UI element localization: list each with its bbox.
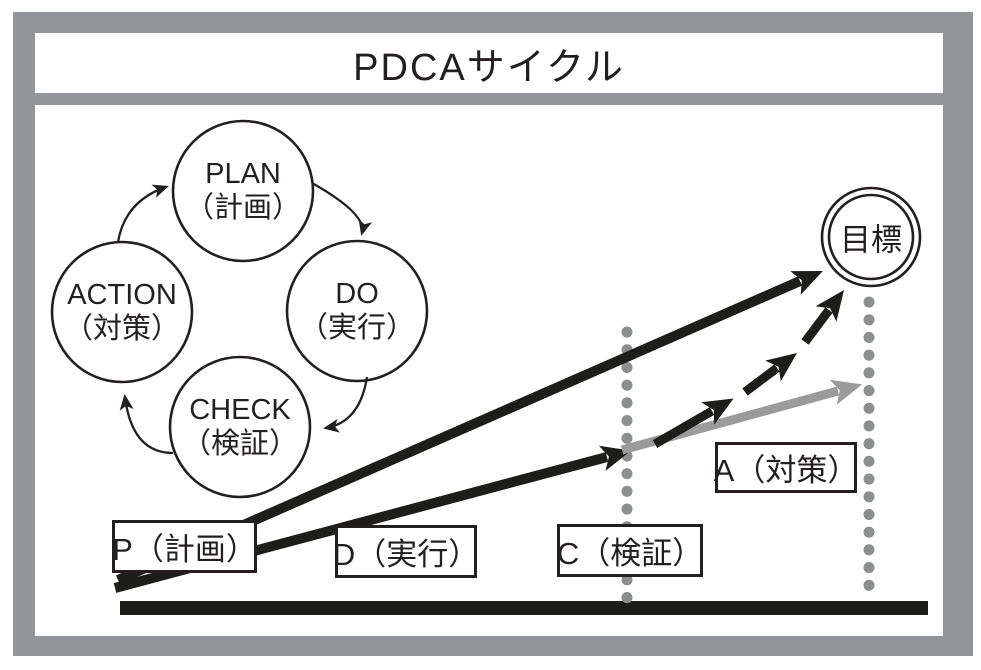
do-node-label-en: DO xyxy=(335,277,379,310)
check-node-label-en: CHECK xyxy=(189,393,291,426)
corrected-path-segment-3 xyxy=(801,290,844,345)
check-circle xyxy=(168,355,312,499)
action-node-label-ja: （対策） xyxy=(63,313,180,345)
action-node-label: ACTION （対策） xyxy=(42,257,202,367)
plan-node-label-en: PLAN xyxy=(205,157,281,190)
goal-inner-circle xyxy=(827,193,915,281)
do-circle xyxy=(285,239,429,383)
check-node-label-ja: （検証） xyxy=(181,428,298,460)
phase-box-plan-label: P（計画） xyxy=(112,532,257,567)
corrected-path-segment-1 xyxy=(652,398,734,448)
phase-box-do: D（実行） xyxy=(332,525,480,578)
phase-box-plan: P（計画） xyxy=(112,520,257,573)
phase-box-action: A（対策） xyxy=(713,442,859,493)
phase-box-do-label: D（実行） xyxy=(332,537,480,572)
phase-box-check-label: C（検証） xyxy=(556,536,704,571)
plan-node-label: PLAN （計画） xyxy=(163,136,323,246)
phase-box-check: C（検証） xyxy=(557,524,703,577)
plan-to-do-arrow xyxy=(311,181,373,236)
figure-title: PDCAサイクル xyxy=(353,46,625,89)
goal-label: 目標 xyxy=(840,222,902,258)
action-to-plan-arrow xyxy=(116,184,169,243)
check-to-action-arrow xyxy=(119,394,174,455)
plan-circle xyxy=(171,119,315,263)
ground-line xyxy=(120,601,928,615)
phase-box-action-label: A（対策） xyxy=(713,453,859,488)
figure-title-bar: PDCAサイクル xyxy=(35,33,943,93)
do-node-label-ja: （実行） xyxy=(298,312,415,344)
do-to-check-arrow xyxy=(323,376,369,433)
check-node-label: CHECK （検証） xyxy=(160,372,320,482)
action-circle xyxy=(50,240,194,384)
action-node-label-en: ACTION xyxy=(67,278,177,311)
corrected-path-segment-2 xyxy=(742,353,797,396)
plan-node-label-ja: （計画） xyxy=(184,192,301,224)
do-node-label: DO （実行） xyxy=(277,256,437,366)
